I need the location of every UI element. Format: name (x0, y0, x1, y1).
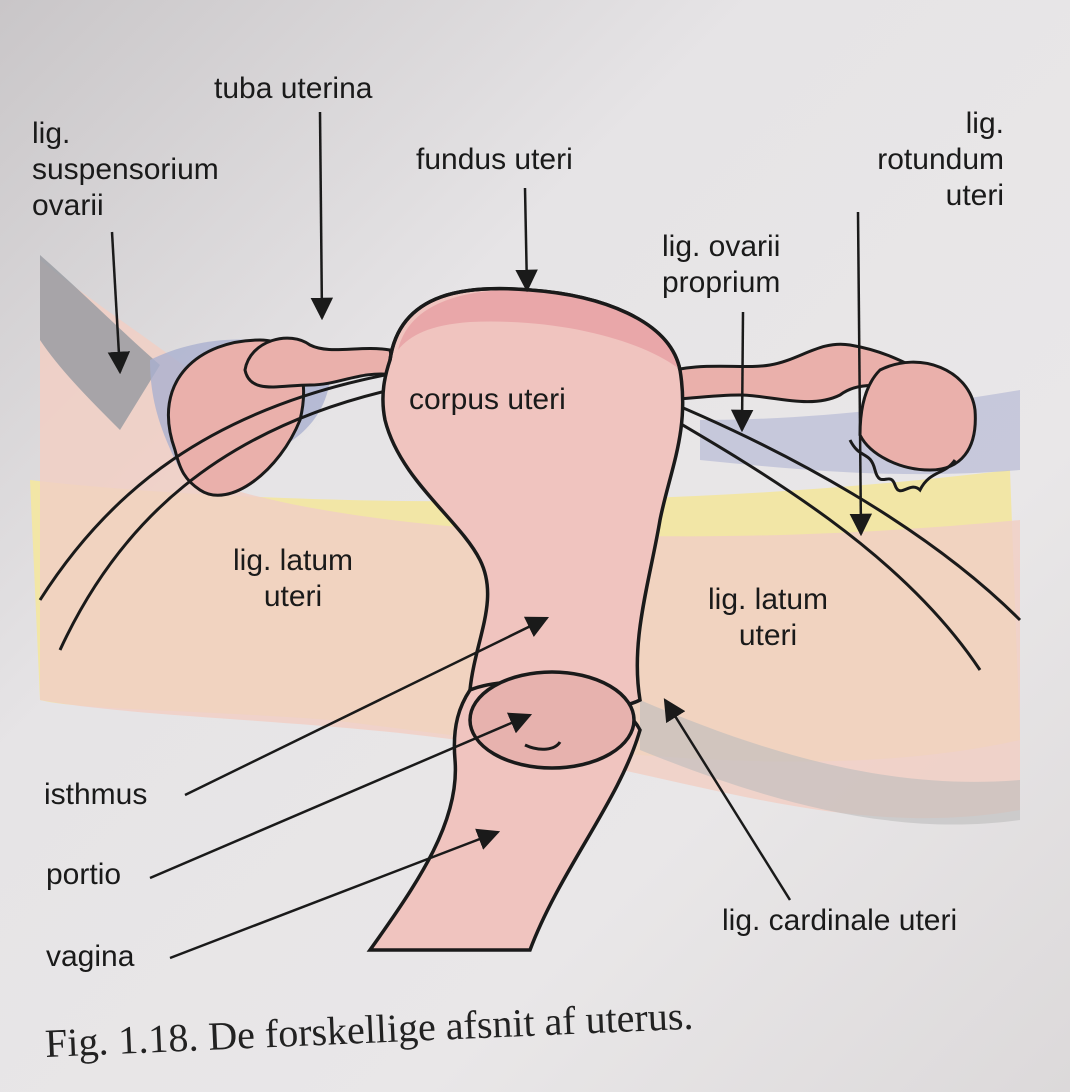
arrow-portio (149, 712, 533, 880)
label-corpus-uteri: corpus uteri (409, 383, 566, 416)
arrow-lig-cardinale (663, 698, 792, 901)
label-isthmus: isthmus (44, 778, 148, 811)
label-fundus-uteri: fundus uteri (416, 143, 573, 176)
label-line: lig. latum (708, 583, 829, 616)
arrow-lig-suspensorium (107, 231, 131, 375)
label-lig-latum-left: lig. latum uteri (233, 543, 353, 615)
label-portio: portio (46, 858, 122, 891)
label-line: lig. (965, 107, 1004, 140)
left-tube (243, 336, 397, 389)
label-line: uteri (945, 179, 1004, 212)
label-line: uteri (738, 619, 798, 652)
background-gray-band (40, 255, 160, 430)
left-round-ligament-inner (38, 373, 386, 601)
arrow-vagina (169, 828, 501, 960)
portio-shape (468, 670, 636, 770)
label-lig-rotundum: lig. rotundum uteri (850, 106, 1004, 214)
external-os (524, 741, 562, 751)
label-line: lig. ovarii (662, 230, 781, 263)
label-line: rotundum (877, 143, 1004, 176)
label-lig-ovarii-proprium: lig. ovarii proprium (662, 229, 780, 301)
left-round-ligament (58, 388, 391, 651)
arrow-fundus-uteri (515, 187, 538, 293)
label-tuba-uterina: tuba uterina (214, 72, 373, 105)
label-lig-cardinale: lig. cardinale uteri (722, 904, 958, 937)
arrow-isthmus (184, 616, 550, 797)
background-lower-gray (640, 700, 1020, 825)
fundus (398, 289, 678, 368)
label-line: lig. (32, 117, 71, 150)
label-line: ovarii (32, 189, 104, 222)
right-round-ligament (639, 398, 982, 671)
right-round-ligament-inner (639, 388, 1022, 622)
label-lig-latum-right: lig. latum uteri (708, 582, 828, 654)
right-fimbriae (848, 439, 957, 493)
right-ovary (858, 360, 977, 472)
label-line: lig. latum (233, 544, 354, 577)
label-vagina: vagina (46, 940, 135, 973)
label-lig-suspensorium: lig. suspensorium ovarii (32, 116, 219, 224)
label-line: suspensorium (32, 153, 219, 186)
arrow-lig-rotundum (849, 211, 873, 537)
arrow-tuba-uterina (310, 111, 334, 321)
label-line: uteri (263, 580, 323, 613)
arrow-lig-ovarii-proprium (730, 311, 754, 433)
label-line: proprium (662, 266, 781, 299)
